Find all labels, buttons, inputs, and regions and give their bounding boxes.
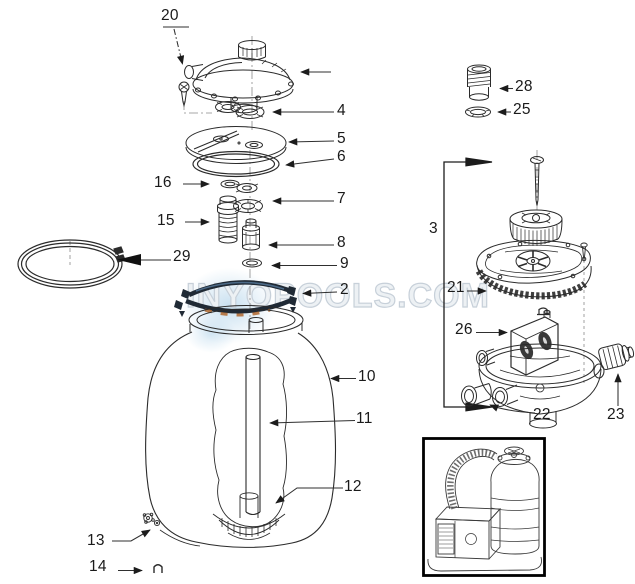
- callout-label-13: 13: [87, 532, 105, 549]
- cover-center-wheel: [515, 250, 551, 272]
- callout-label-25: 25: [513, 101, 531, 118]
- callout-label-21: 21: [447, 279, 465, 296]
- leader-6: [285, 158, 335, 168]
- callout-label-15: 15: [157, 212, 175, 229]
- callout-label-9: 9: [340, 255, 349, 272]
- clip-part: [153, 564, 163, 573]
- inset-hose: [445, 448, 498, 510]
- callout-label-22: 22: [533, 406, 551, 423]
- leader-12: [275, 487, 343, 504]
- callout-label-14: 14: [89, 558, 107, 575]
- inset-base: [427, 556, 542, 572]
- callout-label-23: 23: [607, 406, 625, 423]
- sightglass-oring: [242, 258, 262, 268]
- inset-tank: [490, 459, 540, 555]
- multiport-valve: [184, 40, 294, 114]
- valve-gaskets: [215, 101, 265, 119]
- elbow-fitting: [461, 383, 492, 407]
- drain-plug: [142, 512, 161, 527]
- lateral-assembly: [212, 492, 286, 540]
- callout-label-3: 3: [429, 220, 438, 237]
- inset-pump: [435, 506, 501, 560]
- hose-adapter: [598, 343, 635, 370]
- callout-label-20: 20: [161, 7, 179, 24]
- callout-label-4: 4: [337, 102, 346, 119]
- callout-label-16: 16: [154, 174, 172, 191]
- leader-29-arrowhead: [117, 254, 141, 266]
- valve-body-ports: [476, 348, 605, 429]
- inset-frame: [422, 437, 546, 577]
- leader-2: [302, 289, 338, 297]
- callout-leaders: [112, 26, 622, 575]
- small-orings-gaskets: [220, 179, 263, 213]
- callout-label-29: 29: [173, 248, 191, 265]
- valve-cover: [475, 239, 592, 300]
- filter-tank: [145, 331, 337, 548]
- drain-fitting: [467, 64, 491, 101]
- assembly-bracket: [443, 157, 493, 412]
- callout-label-5: 5: [337, 130, 346, 147]
- standpipe-fitting: [217, 195, 239, 244]
- leader-11: [269, 419, 356, 427]
- callout-label-10: 10: [358, 368, 376, 385]
- callout-label-8: 8: [337, 234, 346, 251]
- valve-knob: [509, 209, 563, 246]
- cover-clip: [537, 307, 550, 316]
- tank-neck: [188, 305, 304, 335]
- callout-label-6: 6: [337, 148, 346, 165]
- leader-5: [288, 138, 335, 146]
- callout-label-12: 12: [344, 478, 362, 495]
- inset-assembled-view: [422, 437, 546, 577]
- callout-label-7: 7: [337, 190, 346, 207]
- sight-glass: [242, 218, 260, 251]
- lid-oring: [192, 150, 280, 178]
- leader-13: [112, 529, 151, 542]
- callout-label-11: 11: [356, 410, 373, 427]
- leader-22: [489, 404, 536, 414]
- valve-screw: [178, 81, 190, 108]
- cover-side-screw: [580, 242, 588, 261]
- diverter-gasket-plate: [510, 309, 559, 376]
- callout-label-2: 2: [340, 281, 349, 298]
- leader-20: [173, 28, 185, 65]
- clamp-band: [17, 239, 126, 289]
- valve-body: [476, 343, 605, 429]
- inset-valve: [497, 446, 531, 465]
- tank-standpipe: [245, 353, 261, 516]
- callout-label-28: 28: [515, 78, 533, 95]
- tank-lid: [185, 126, 287, 164]
- valve-cover-screw: [530, 156, 544, 206]
- callout-label-26: 26: [455, 321, 473, 338]
- drain-fitting-oring: [465, 106, 491, 118]
- flange-clamp: [174, 280, 297, 317]
